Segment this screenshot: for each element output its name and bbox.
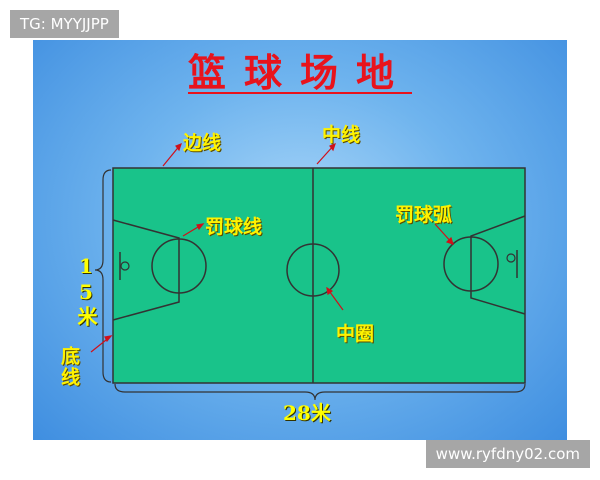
right-free-throw-circle (443, 236, 499, 292)
left-restricted-area (112, 219, 180, 321)
length-bracket (114, 383, 526, 401)
width-dimension-label: 15米 (74, 254, 98, 328)
left-hoop (120, 261, 130, 271)
length-dimension-label: 28米 (283, 401, 331, 425)
diagram-title: 篮球场地 (187, 50, 412, 95)
free-throw-arc-label: 罚球弧 (395, 204, 453, 226)
court-surface (112, 167, 526, 384)
center-line-label: 中线 (322, 124, 361, 146)
watermark-bottom: www.ryfdny02.com (425, 440, 590, 468)
center-circle (286, 243, 340, 297)
court-diagram: 篮球场地 (33, 40, 567, 440)
free-throw-line-label: 罚球线 (205, 216, 263, 238)
left-free-throw-circle (151, 238, 207, 294)
center-circle-label: 中圈 (336, 323, 375, 345)
watermark-top: TG: MYYJJPP (10, 10, 119, 38)
right-restricted-area (470, 215, 526, 315)
end-line-label: 底线 (58, 346, 80, 388)
right-hoop (506, 253, 516, 263)
width-bracket (94, 169, 112, 383)
court-drawing (90, 142, 526, 401)
sideline-label: 边线 (183, 132, 222, 154)
